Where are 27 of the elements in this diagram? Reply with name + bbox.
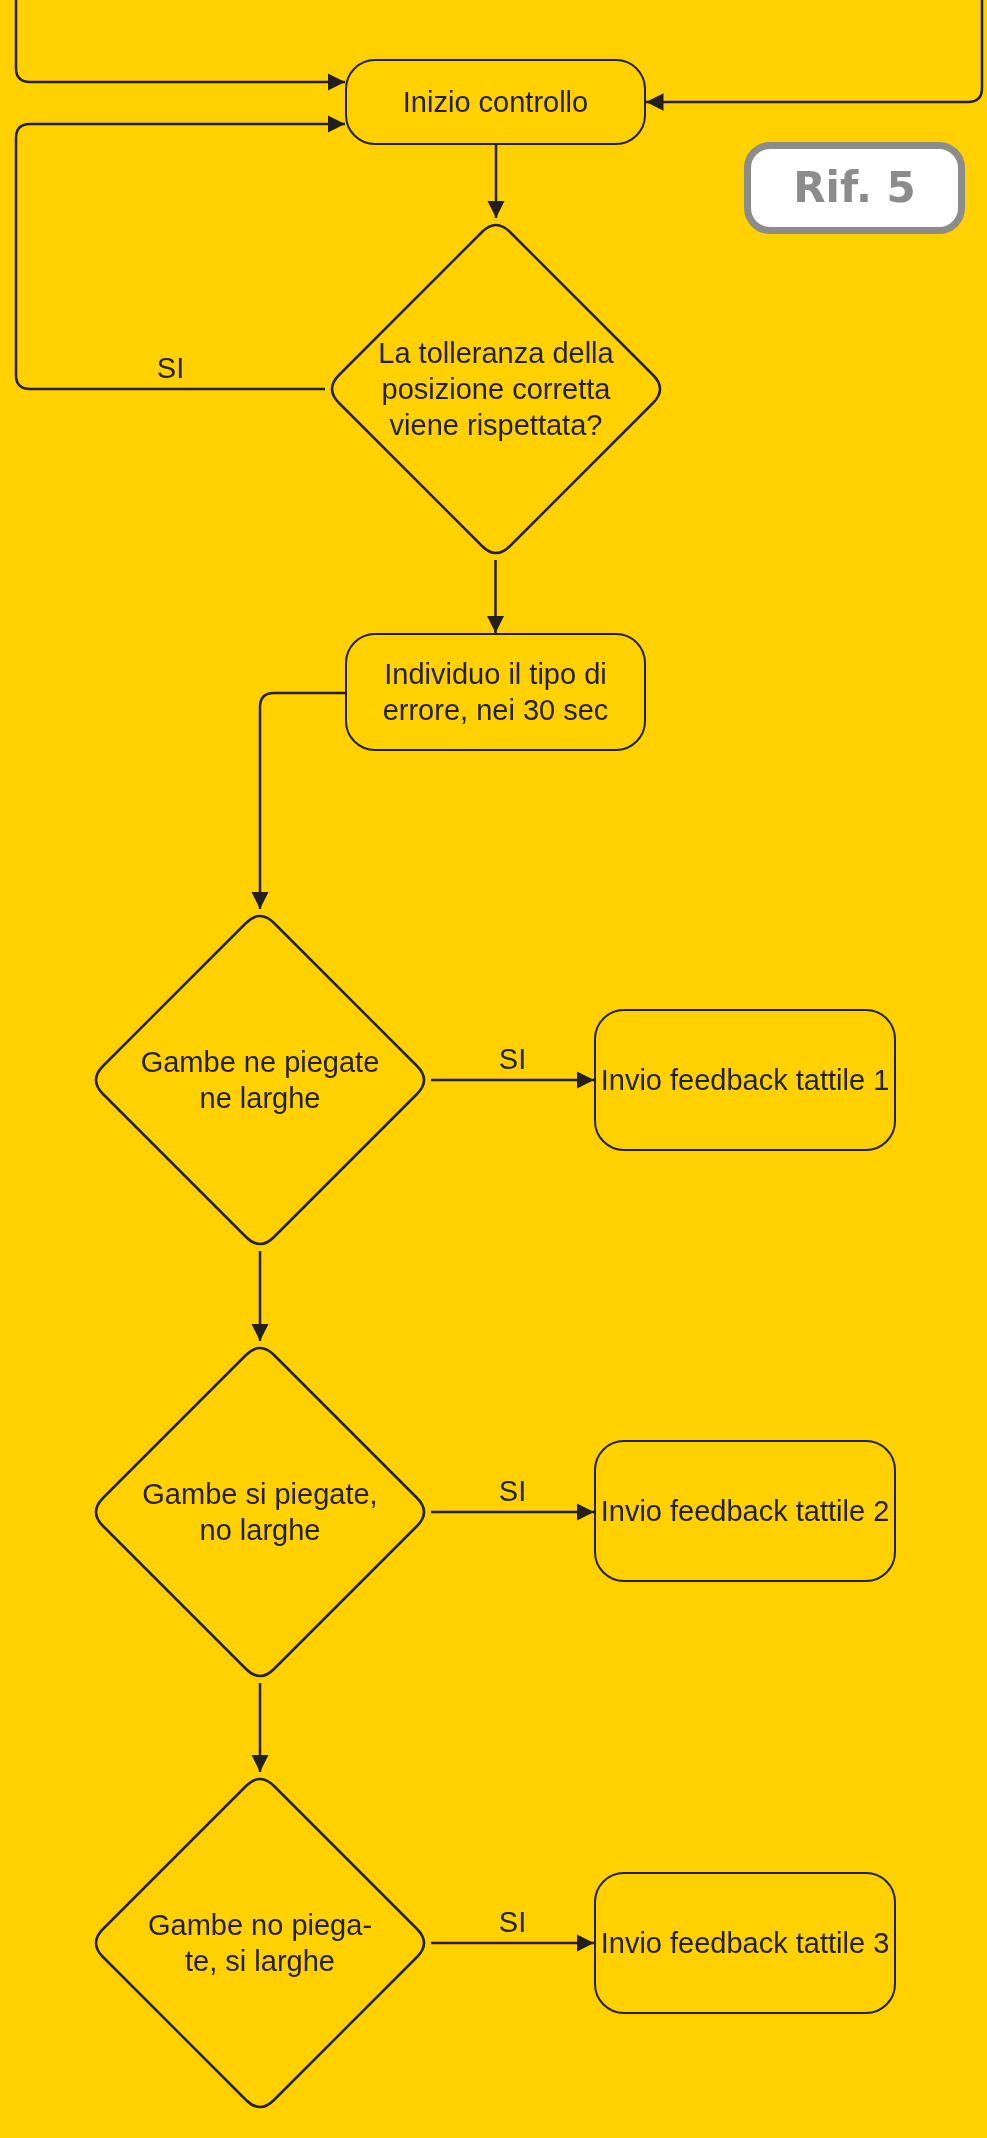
node-label: Gambe no piega- te, si larghe (146, 1907, 374, 1979)
arrow (431, 1071, 594, 1089)
arrow (431, 1934, 594, 1952)
reference-badge (744, 142, 965, 234)
arrow (251, 1251, 269, 1341)
node-label: Invio feedback tattile 2 (600, 1493, 890, 1529)
arrow (14, 0, 345, 91)
node-label: Gambe ne piegate ne larghe (139, 1044, 381, 1116)
arrow (486, 560, 505, 633)
arrow (251, 1683, 269, 1772)
arrow (646, 0, 984, 111)
node-label: Invio feedback tattile 1 (600, 1062, 890, 1098)
reference-label: Rif. 5 (793, 161, 916, 214)
process-box (594, 1872, 896, 2014)
node-label: Gambe si piegate, no larghe (141, 1476, 379, 1548)
node-label: Inizio controllo (402, 84, 589, 120)
process-box (345, 59, 646, 145)
arrow (251, 691, 345, 909)
arrow (487, 145, 505, 218)
node-label: Invio feedback tattile 3 (600, 1925, 890, 1961)
node-label: La tolleranza della posizione corretta viene rispettata? (377, 335, 615, 444)
process-box (594, 1009, 896, 1151)
node-label: Individuo il tipo di errore, nei 30 sec (381, 656, 610, 728)
process-box (594, 1440, 896, 1582)
process-box (345, 633, 646, 751)
arrow (14, 115, 345, 391)
arrow (431, 1503, 594, 1521)
